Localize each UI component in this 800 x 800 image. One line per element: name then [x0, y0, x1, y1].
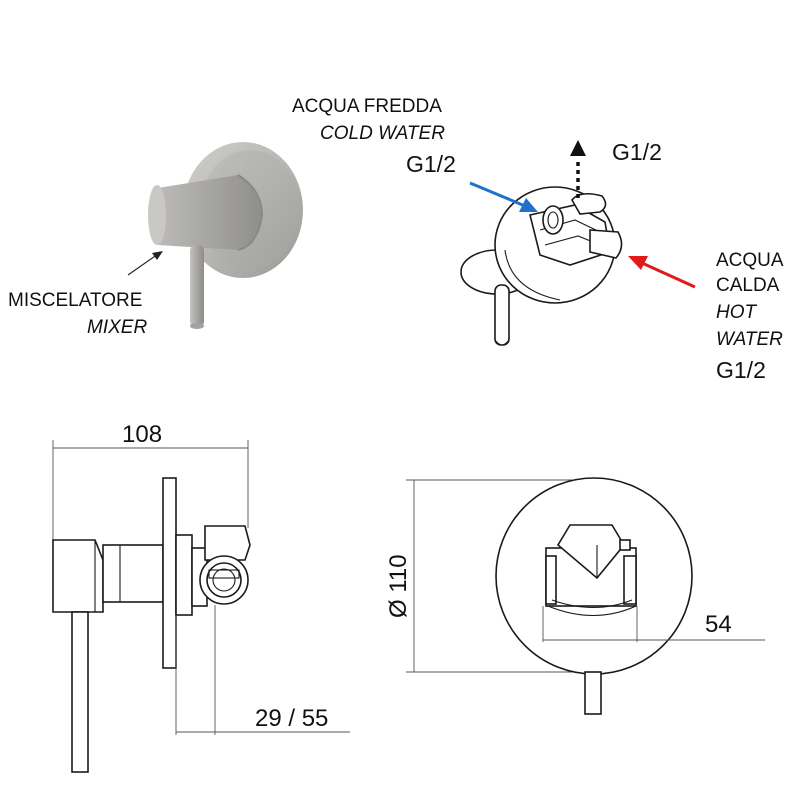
front-view-drawing: Ø 110 54 [385, 477, 765, 715]
front-lever [584, 671, 602, 715]
wall-depth-dimension-label: 29 / 55 [255, 705, 328, 732]
outlet-thread-label: G1/2 [612, 139, 662, 165]
mixer-product-render [148, 142, 303, 329]
side-lever [71, 611, 89, 773]
front-outlet [556, 524, 625, 580]
mixer-pointer-arrowhead [152, 251, 163, 260]
side-neck [102, 544, 164, 603]
outlet-arrowhead [570, 140, 586, 156]
cold-water-callout: ACQUA FREDDA COLD WATER G1/2 [292, 96, 538, 212]
mixer-lever [190, 245, 204, 327]
hot-water-arrow-line [641, 261, 696, 289]
mixer-connection-sketch [460, 186, 623, 346]
mixer-callout: MISCELATORE MIXER [8, 251, 163, 338]
inner-width-dimension-label: 54 [705, 611, 732, 638]
hot-water-thread-label: G1/2 [716, 357, 766, 383]
cold-water-arrowhead [519, 198, 538, 212]
mixer-body [155, 175, 262, 250]
mixer-label-en: MIXER [87, 317, 147, 338]
cold-inlet [542, 205, 564, 235]
mixer-label-it: MISCELATORE [8, 290, 142, 311]
side-cover-plate [162, 477, 177, 669]
hot-inlet [589, 229, 623, 259]
side-outlet [204, 525, 251, 561]
hot-water-label-it-1: ACQUA [716, 250, 784, 271]
mixer-pointer-line [127, 253, 159, 276]
outlet-arrow: G1/2 [570, 139, 662, 198]
hot-water-label-it-2: CALDA [716, 275, 780, 296]
hot-water-arrowhead [628, 256, 648, 270]
hot-water-label-en-2: WATER [716, 329, 783, 350]
cold-water-label-it: ACQUA FREDDA [292, 96, 442, 117]
sketch-lever [494, 284, 510, 346]
side-view-drawing: 108 29 / 55 [52, 421, 350, 773]
cold-water-arrow-line [469, 181, 526, 208]
hot-water-label-en-1: HOT [716, 302, 758, 323]
hot-water-callout: ACQUA CALDA HOT WATER G1/2 [628, 250, 784, 383]
cold-water-label-en: COLD WATER [320, 123, 445, 144]
cold-water-thread-label: G1/2 [406, 151, 456, 177]
depth-dimension-label: 108 [122, 421, 162, 448]
diameter-dimension-label: Ø 110 [385, 554, 412, 618]
